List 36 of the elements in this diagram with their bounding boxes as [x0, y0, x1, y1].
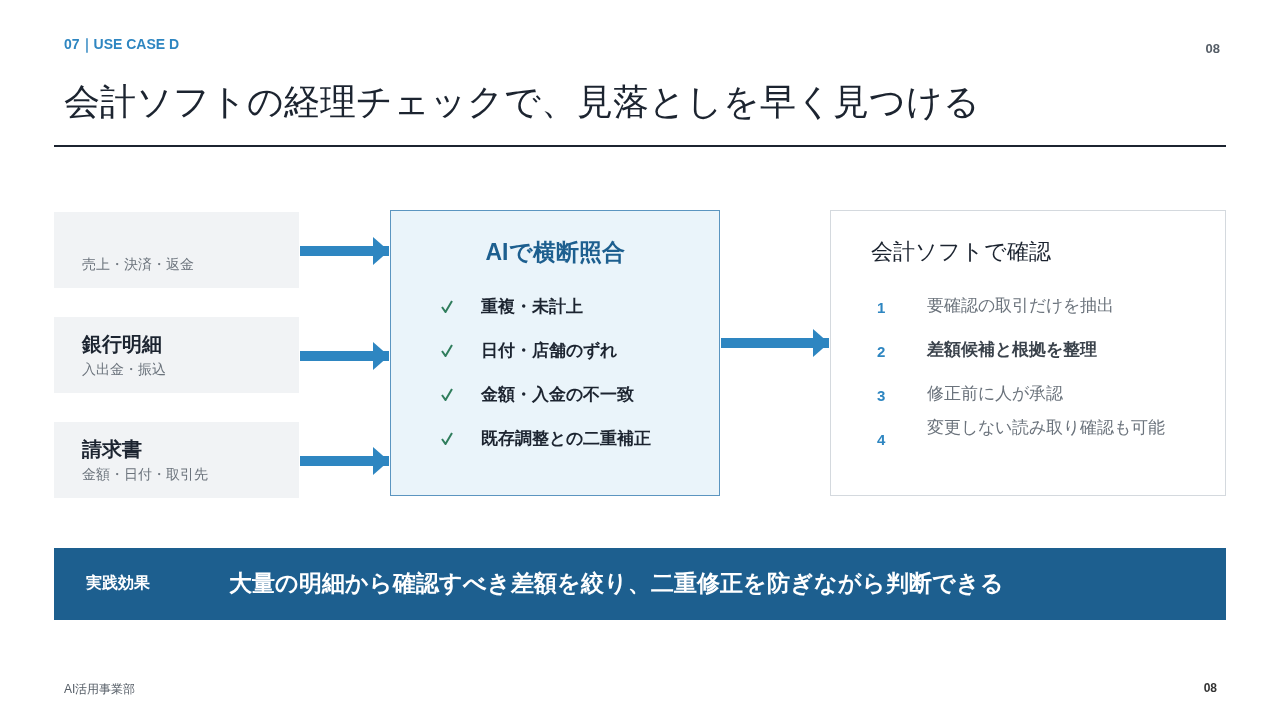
step-text: 差額候補と根拠を整理	[927, 339, 1098, 361]
result-box	[830, 210, 1226, 496]
card-subtext: 金額・日付・取引先	[82, 466, 208, 484]
source-card	[54, 317, 299, 393]
check-item: 金額・入金の不一致	[481, 384, 634, 406]
summary-band	[54, 548, 1226, 620]
arrow	[300, 447, 389, 475]
card-heading: 請求書	[82, 437, 142, 462]
box-heading: AIで横断照合	[484, 238, 626, 267]
source-card	[54, 212, 299, 288]
arrow	[300, 237, 389, 265]
band-label: 実践効果	[86, 573, 150, 593]
check-item: 日付・店舗のずれ	[481, 340, 617, 362]
step-text: 要確認の取引だけを抽出	[927, 295, 1115, 317]
step-number: 1	[877, 299, 886, 316]
page-number: 08	[1202, 681, 1217, 695]
step-number: 3	[877, 387, 886, 404]
step-number: 4	[877, 431, 886, 448]
section-label: 07｜USE CASE D	[64, 36, 180, 54]
step-text: 修正前に人が承認	[927, 383, 1064, 405]
process-box	[390, 210, 720, 496]
band-text: 大量の明細から確認すべき差額を絞り、二重修正を防ぎながら判断できる	[229, 569, 1004, 598]
step-number: 2	[877, 343, 886, 360]
step-text: 変更しない読み取り確認も可能	[927, 417, 1166, 439]
arrow	[721, 329, 829, 357]
card-subtext: 入出金・振込	[82, 361, 166, 379]
page-number: 08	[1204, 41, 1220, 56]
slide-title: 会計ソフトの経理チェックで、見落としを早く見つける	[64, 80, 980, 124]
footer-text: AI活用事業部	[64, 681, 136, 698]
box-heading: 会計ソフトで確認	[871, 238, 1051, 266]
check-item: 既存調整との二重補正	[481, 428, 651, 450]
arrow	[300, 342, 389, 370]
source-card	[54, 422, 299, 498]
check-item: 重複・未計上	[481, 296, 583, 318]
card-subtext: 売上・決済・返金	[82, 256, 194, 274]
card-heading: 銀行明細	[82, 332, 162, 357]
